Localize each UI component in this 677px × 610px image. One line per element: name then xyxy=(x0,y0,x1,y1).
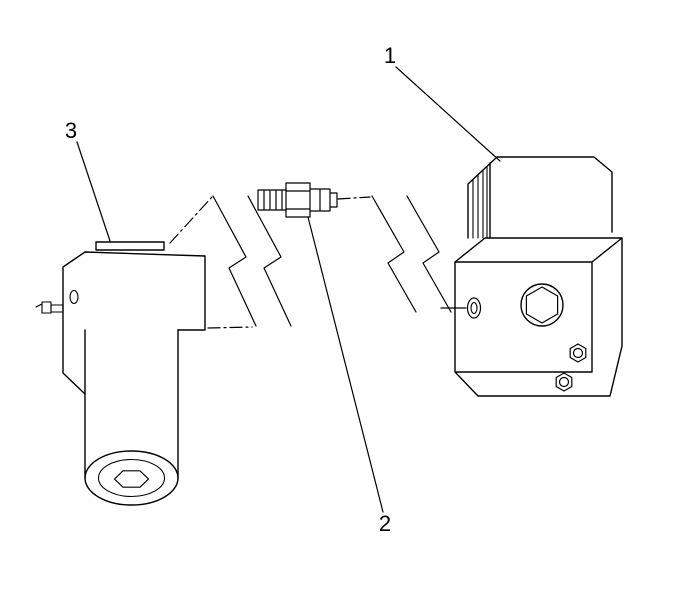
filter-assembly-drawing xyxy=(35,241,206,506)
callout-label-1: 1 xyxy=(383,43,397,68)
valve-hex-plug-boss xyxy=(520,283,564,327)
filter-canister-bottom-rim xyxy=(84,450,179,506)
fitting-hex-nut xyxy=(285,182,311,218)
filter-canister-bottom-chamfer xyxy=(97,458,166,498)
inline-fitting-drawing xyxy=(257,182,338,218)
callout-label-3: 3 xyxy=(64,118,78,143)
valve-bolt-lower xyxy=(555,372,573,392)
filter-side-port xyxy=(69,289,79,305)
centerline-left-upper xyxy=(169,196,213,244)
leader-line-3 xyxy=(76,141,111,242)
leader-line-2 xyxy=(307,216,384,513)
fitting-right-collar xyxy=(309,188,331,212)
valve-block-drawing xyxy=(454,156,623,397)
break-line-right xyxy=(337,195,467,313)
valve-upper-box-hatch xyxy=(472,166,488,239)
centerline-left-lower xyxy=(207,326,253,329)
valve-main-block xyxy=(454,237,623,397)
break-line-left xyxy=(169,195,292,329)
valve-inlet-port-inner xyxy=(470,301,478,315)
filter-canister-sides xyxy=(84,329,179,479)
valve-upper-box xyxy=(467,156,613,239)
fitting-tip xyxy=(329,192,338,208)
centerline-right-upper xyxy=(337,196,371,200)
callout-leader-lines xyxy=(76,66,501,513)
callout-label-2: 2 xyxy=(378,511,392,536)
valve-inlet-port xyxy=(466,297,482,319)
leader-line-1 xyxy=(395,66,501,162)
valve-hex-plug xyxy=(525,286,559,324)
filter-top-plate xyxy=(95,241,165,251)
valve-bolt-upper xyxy=(569,343,587,363)
filter-bleed-screw xyxy=(35,301,64,314)
filter-body-outline xyxy=(62,251,206,395)
fitting-left-threads xyxy=(257,189,287,211)
filter-hex-socket xyxy=(113,470,150,488)
